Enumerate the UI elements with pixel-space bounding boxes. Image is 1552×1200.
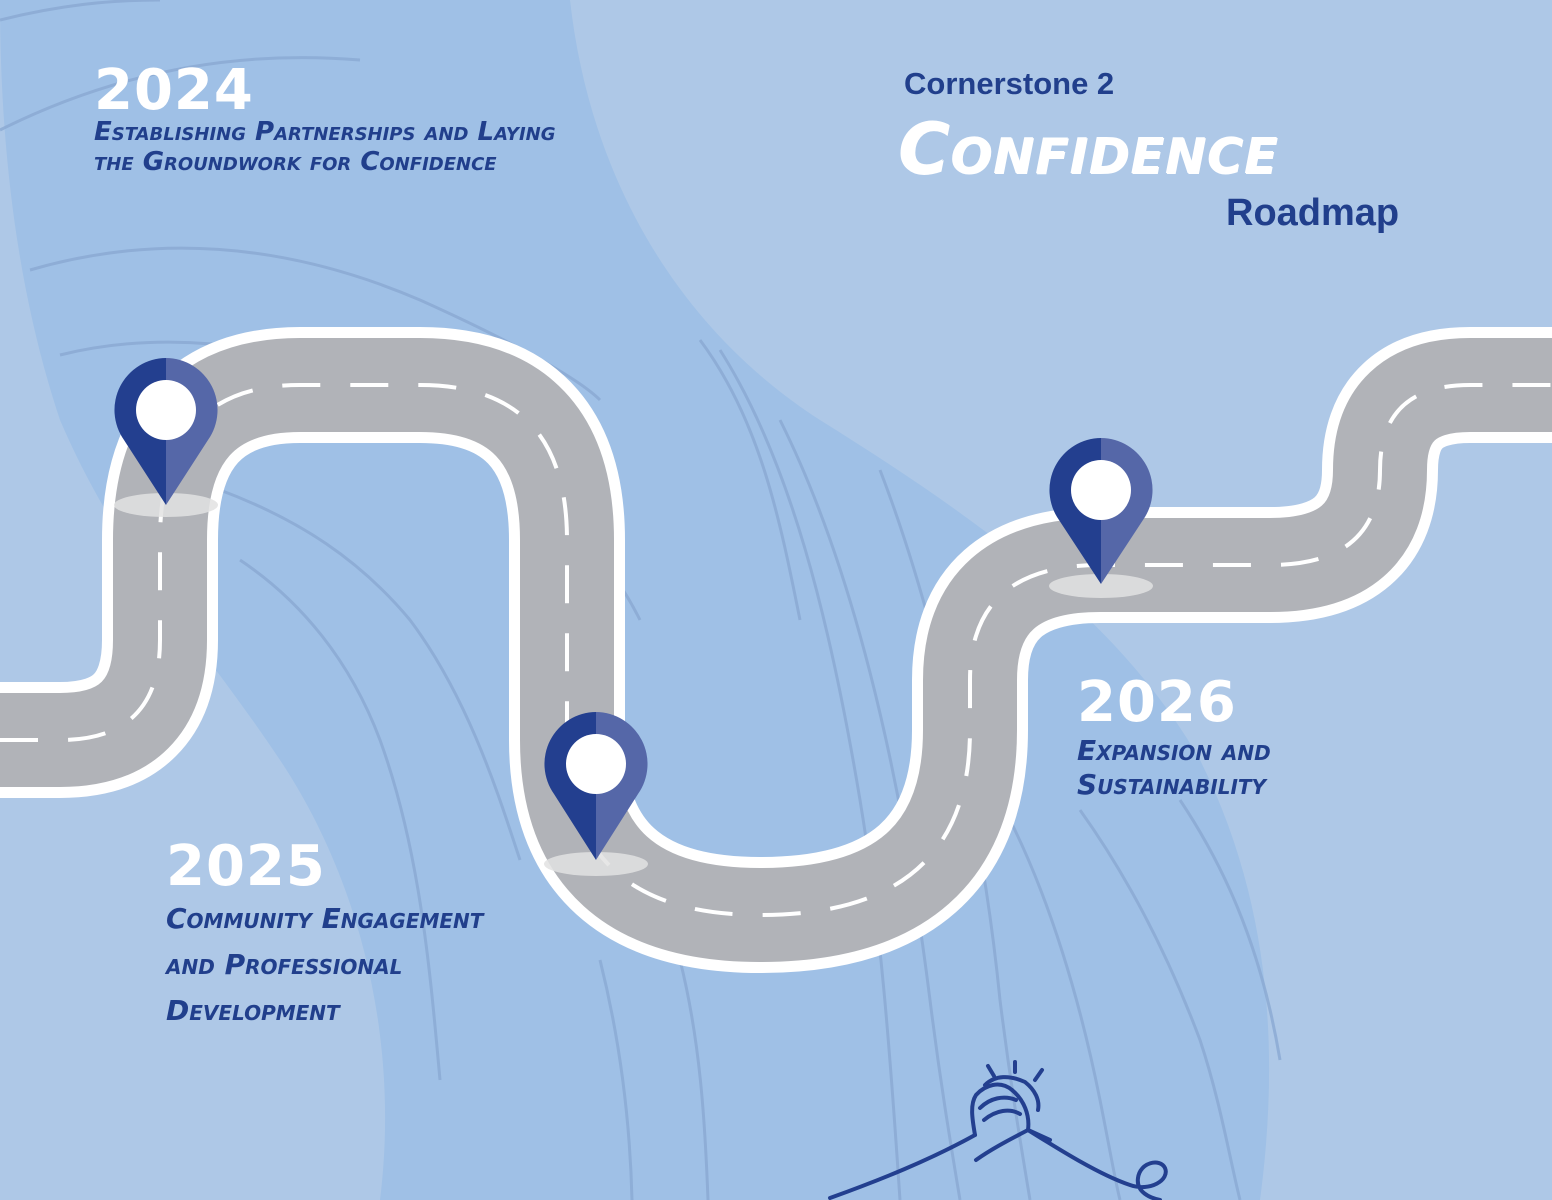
header-kicker: Cornerstone 2 — [904, 66, 1115, 101]
milestone-2025-year: 2025 — [166, 834, 326, 899]
milestone-2024-description: Establishing Partnerships and Laying the… — [94, 117, 556, 178]
milestone-2026-line-2: Sustainability — [1077, 767, 1267, 801]
milestone-2026-line-1: Expansion and — [1077, 734, 1271, 767]
map-pin-icon — [114, 358, 218, 517]
milestone-2025-line-3: Development — [166, 994, 340, 1028]
milestone-2026-year: 2026 — [1077, 670, 1237, 735]
page-subtitle: Roadmap — [1226, 192, 1400, 234]
milestone-2025-line-1: Community Engagement — [166, 902, 484, 935]
map-pin-icon — [544, 712, 648, 876]
milestone-2024-line-1: Establishing Partnerships and Laying — [94, 117, 556, 147]
milestone-2025-line-2: and Professional — [166, 948, 403, 982]
page-title: Confidence — [898, 108, 1279, 190]
milestone-2025-description: Community Engagement and Professional De… — [166, 896, 483, 1035]
milestone-2024-line-2: the Groundwork for Confidence — [94, 146, 497, 177]
milestone-2024-year: 2024 — [94, 58, 254, 123]
map-pin-icon — [1049, 438, 1153, 598]
milestone-2026-description: Expansion and Sustainability — [1077, 734, 1271, 801]
handshake-icon — [828, 1060, 1168, 1200]
